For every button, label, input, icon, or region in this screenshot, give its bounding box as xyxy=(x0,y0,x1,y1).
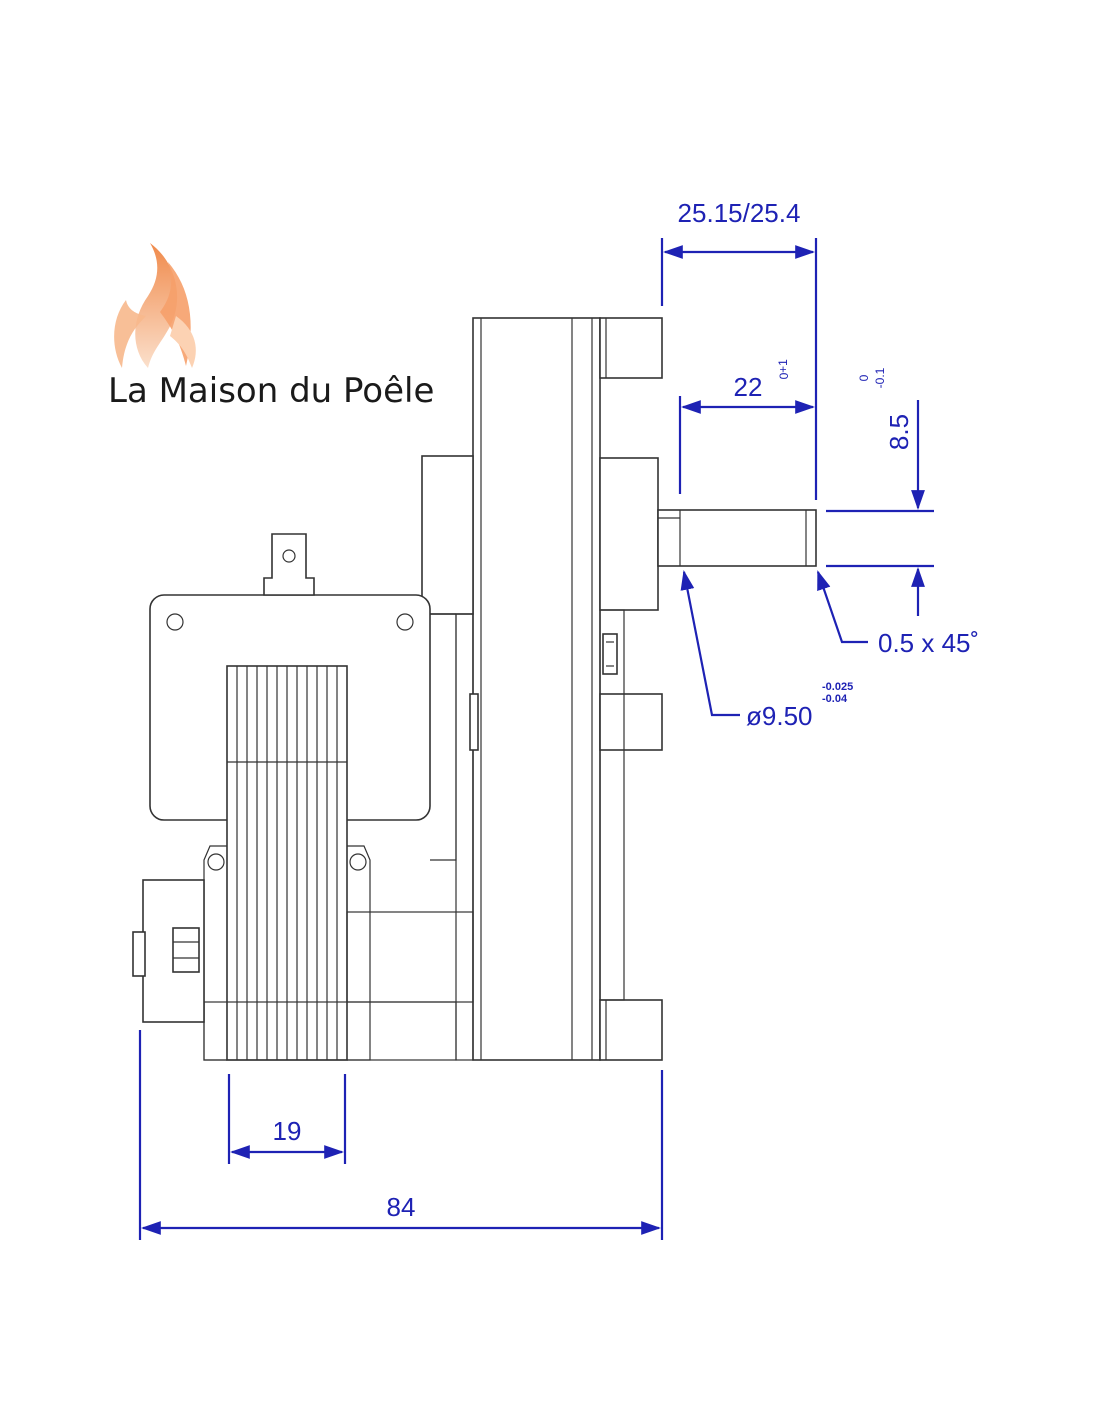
upper-mount xyxy=(421,455,474,615)
brand-name: La Maison du Poêle xyxy=(108,371,434,411)
bottom-flange xyxy=(599,999,663,1061)
dim-flat-tol-upper: 0 xyxy=(857,374,871,381)
dim-shaft-length: 22 xyxy=(734,372,763,402)
shaft-boss xyxy=(599,457,659,611)
flame-icon xyxy=(114,243,196,368)
side-block xyxy=(599,693,663,751)
dim-coil-width: 19 xyxy=(273,1116,302,1146)
dim-shaft-length-tol-lower: 0 xyxy=(777,372,791,379)
dim-flange-depth: 25.15/25.4 xyxy=(678,198,801,228)
dim-shaft-diameter: ø9.50 xyxy=(746,701,813,731)
dim-overall-width: 84 xyxy=(387,1192,416,1222)
hex-nut xyxy=(172,927,200,973)
top-flange xyxy=(599,317,663,379)
dim-chamfer: 0.5 x 45˚ xyxy=(878,628,979,658)
dim-shaft-diameter-tol-upper: -0.025 xyxy=(822,681,853,693)
dimensions: 25.15/25.4 22 +1 0 8.5 0 -0.1 0.5 x 45˚ … xyxy=(138,198,979,1240)
dim-flat-depth: 8.5 xyxy=(884,414,914,450)
dim-flat-tol-lower: -0.1 xyxy=(873,367,887,388)
spade-terminal xyxy=(263,533,315,596)
output-shaft xyxy=(657,509,817,567)
dim-shaft-diameter-tol-lower: -0.04 xyxy=(822,693,848,705)
dim-shaft-length-tol-upper: +1 xyxy=(776,359,790,373)
lamination-lines xyxy=(227,666,347,1060)
gearbox-housing xyxy=(472,317,601,1061)
brand-logo: La Maison du Poêle xyxy=(108,243,434,411)
gear-motor xyxy=(132,317,817,1061)
